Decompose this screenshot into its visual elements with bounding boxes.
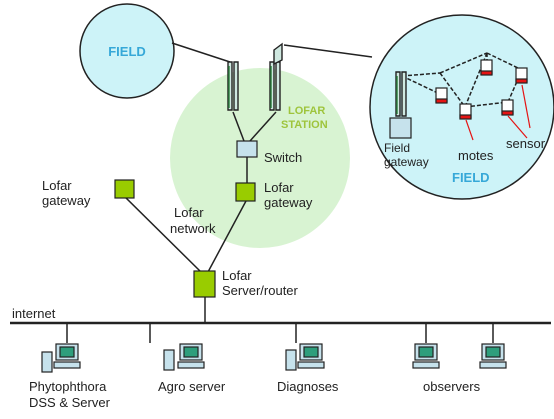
- field-gateway-label: gateway: [384, 155, 429, 169]
- field-left-link: [171, 42, 231, 63]
- server-router-label: Server/router: [222, 283, 299, 298]
- phytophthora-label: DSS & Server: [29, 395, 111, 410]
- computer-monitor-icon: [53, 343, 81, 369]
- lofar-gateway-right-label: Lofar: [264, 180, 294, 195]
- router-icon: [193, 270, 216, 298]
- field-gateway-label: Field: [384, 141, 410, 155]
- lofar-station-area: [170, 68, 350, 248]
- mote-sensor-icon: [480, 59, 493, 76]
- mote-sensor-icon: [435, 87, 448, 104]
- server-router-label: Lofar: [222, 268, 252, 283]
- sensor-label: sensor: [506, 136, 546, 151]
- sensor-pointers: [465, 84, 531, 141]
- server-tower-icon: [163, 349, 175, 371]
- lofar-station-label: LOFAR: [288, 105, 325, 117]
- gateway-left-to-router: [124, 196, 202, 273]
- switch-icon: [236, 140, 258, 158]
- field-right-link: [283, 44, 373, 58]
- lofar-network-label: network: [170, 221, 216, 236]
- antenna-icon: [269, 42, 283, 111]
- lofar-network-label: Lofar: [174, 205, 204, 220]
- computer-monitor-icon: [412, 343, 440, 369]
- diagnoses-label: Diagnoses: [277, 379, 339, 394]
- antenna-icon: [395, 71, 407, 117]
- observers-label: observers: [423, 379, 481, 394]
- agro-server-label: Agro server: [158, 379, 226, 394]
- field-gateway-icon: [389, 117, 412, 139]
- connection-lines: [10, 42, 551, 343]
- switch-label: Switch: [264, 150, 302, 165]
- antenna-right-to-switch: [249, 111, 277, 142]
- internet-label: internet: [12, 306, 56, 321]
- mote-links: [401, 52, 523, 108]
- server-tower-icon: [41, 351, 53, 373]
- gateway-icon: [235, 182, 256, 202]
- computer-monitor-icon: [297, 343, 325, 369]
- mote-sensor-icon: [515, 67, 528, 84]
- mote-sensor-icon: [501, 99, 514, 116]
- lofar-gateway-right-label: gateway: [264, 195, 313, 210]
- antenna-icon: [227, 61, 239, 111]
- motes-label: motes: [458, 148, 494, 163]
- lofar-gateway-left-label: gateway: [42, 193, 91, 208]
- field-right-label: FIELD: [452, 170, 490, 185]
- phytophthora-label: Phytophthora: [29, 379, 107, 394]
- lofar-gateway-left-label: Lofar: [42, 178, 72, 193]
- computer-monitor-icon: [177, 343, 205, 369]
- gateway-icon: [114, 179, 135, 199]
- gateway-right-to-router: [207, 200, 247, 273]
- field-left-circle: [79, 3, 175, 99]
- computer-monitor-icon: [479, 343, 507, 369]
- antenna-left-to-switch: [232, 111, 245, 142]
- server-tower-icon: [285, 349, 297, 371]
- lofar-station-label: STATION: [281, 119, 328, 131]
- mote-sensor-icon: [459, 103, 472, 120]
- field-left-label: FIELD: [108, 44, 146, 59]
